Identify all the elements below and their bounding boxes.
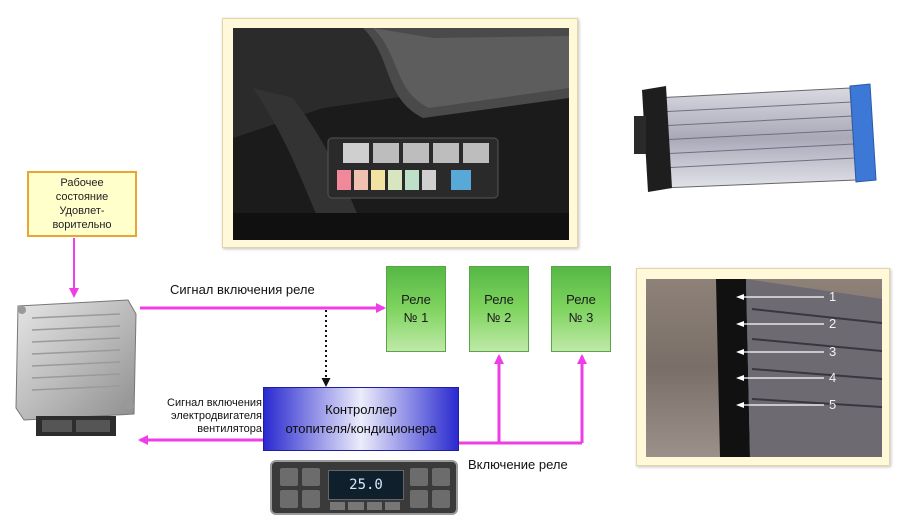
pin-label-1: 1: [829, 289, 837, 304]
pin-label-3: 3: [829, 344, 837, 359]
fan-signal-label: Сигнал включения электродвигателя вентил…: [167, 397, 262, 435]
climate-display: 25.0: [328, 470, 404, 500]
relay-signal-label: Сигнал включения реле: [170, 282, 315, 297]
climate-panel-buttons-right: [410, 468, 450, 508]
relay-enable-label: Включение реле: [468, 457, 568, 472]
status-text: Рабочее состояние Удовлет- ворительно: [52, 177, 112, 231]
ptc-heater-photo: [634, 83, 877, 192]
climate-panel-image: 25.0: [270, 460, 458, 515]
controller-label: Контроллер отопителя/кондиционера: [285, 402, 437, 436]
relay-2: Реле № 2: [469, 266, 529, 352]
fuse-box-photo: [233, 28, 569, 240]
fuse-box-photo-frame: [222, 18, 578, 248]
pin-label-2: 2: [829, 316, 837, 331]
controller-box: Контроллер отопителя/кондиционера: [263, 387, 459, 451]
pin-label-5: 5: [829, 397, 837, 412]
climate-panel-buttons-left: [280, 468, 320, 508]
connector-body: [716, 279, 882, 457]
status-box: Рабочее состояние Удовлет- ворительно: [27, 171, 137, 237]
relay-2-label: Реле № 2: [484, 292, 514, 325]
climate-temperature: 25.0: [349, 477, 383, 493]
relay-1-label: Реле № 1: [401, 292, 431, 325]
relay-1: Реле № 1: [386, 266, 446, 352]
connector-photo: 1 2 3 4 5: [646, 279, 882, 457]
pin-label-4: 4: [829, 370, 837, 385]
relay-3: Реле № 3: [551, 266, 611, 352]
ecu-unit-image: [15, 299, 137, 436]
connector-photo-frame: 1 2 3 4 5: [636, 268, 890, 466]
relay-3-label: Реле № 3: [566, 292, 596, 325]
